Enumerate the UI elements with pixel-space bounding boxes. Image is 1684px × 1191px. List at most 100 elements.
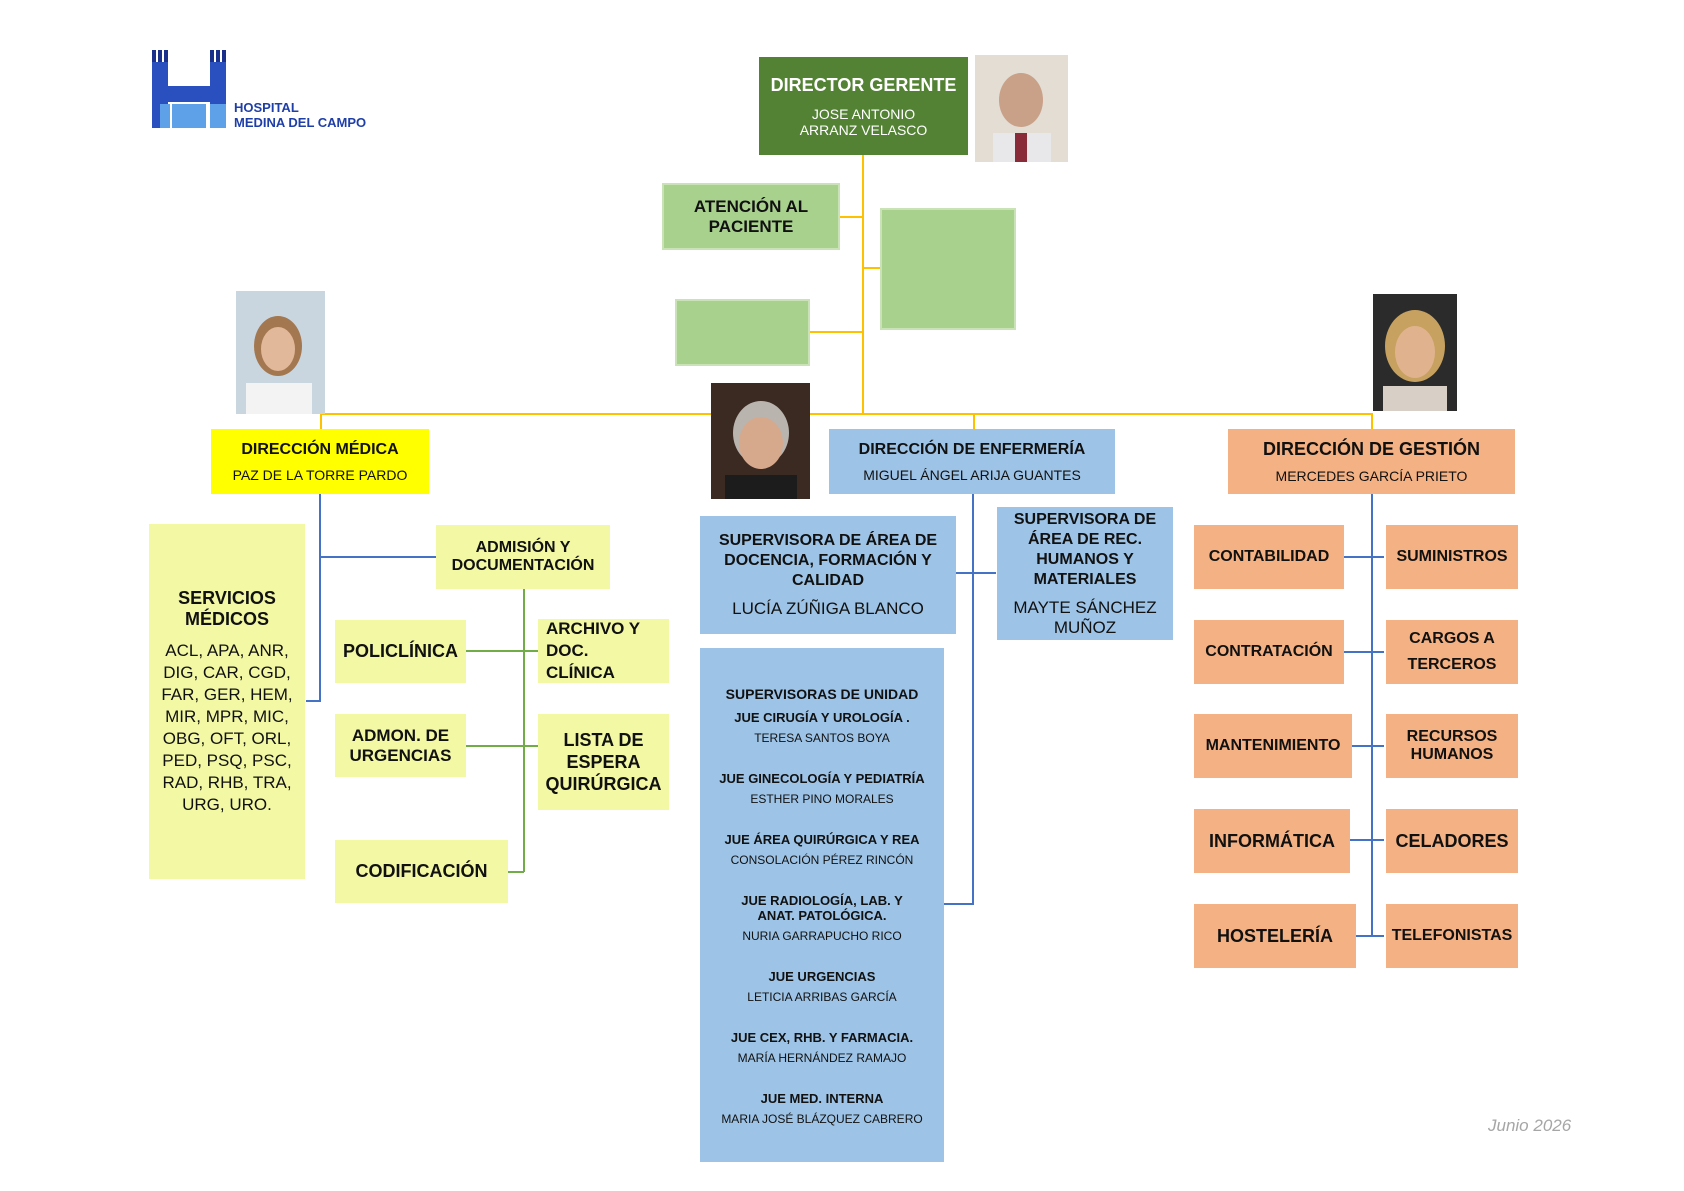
- connector-gestion-vertical: [1371, 494, 1373, 937]
- gestion-item-label: INFORMÁTICA: [1209, 831, 1335, 852]
- lista-label: LISTA DE ESPERA QUIRÚRGICA: [546, 729, 662, 795]
- empty-box-lower: [675, 299, 810, 366]
- sup-unidad-title: SUPERVISORAS DE UNIDAD: [726, 686, 919, 702]
- urgencias-label: ADMON. DE URGENCIAS: [343, 726, 458, 766]
- connector-admision: [320, 556, 436, 558]
- connector-enfermeria-drop: [973, 413, 975, 429]
- person-photo-icon: [236, 291, 325, 414]
- enfermeria-photo: [711, 383, 810, 499]
- connector-sup-docencia: [956, 572, 996, 574]
- policlinica-label: POLICLÍNICA: [343, 641, 458, 662]
- direccion-medica-box[interactable]: DIRECCIÓN MÉDICA PAZ DE LA TORRE PARDO: [211, 429, 429, 494]
- codificacion-label: CODIFICACIÓN: [356, 861, 488, 882]
- castle-icon: [152, 48, 232, 132]
- enfermeria-title: DIRECCIÓN DE ENFERMERÍA: [859, 441, 1086, 459]
- sup-rrhh-name: MAYTE SÁNCHEZ MUÑOZ: [1005, 598, 1165, 638]
- archivo-label: ARCHIVO Y DOC. CLÍNICA: [546, 618, 661, 684]
- atencion-paciente-box[interactable]: ATENCIÓN AL PACIENTE: [662, 183, 840, 250]
- gestion-right-suministros[interactable]: SUMINISTROS: [1386, 525, 1518, 589]
- gestion-item-label: CELADORES: [1395, 831, 1508, 852]
- medica-name: PAZ DE LA TORRE PARDO: [233, 467, 408, 483]
- logo-text-line2: MEDINA DEL CAMPO: [234, 115, 366, 130]
- connector-horizontal-main: [320, 413, 1372, 415]
- enfermeria-name: MIGUEL ÁNGEL ARIJA GUANTES: [863, 467, 1081, 483]
- connector-codificacion: [508, 871, 524, 873]
- atencion-label: ATENCIÓN AL PACIENTE: [672, 197, 830, 237]
- gestion-item-label: MANTENIMIENTO: [1206, 737, 1341, 755]
- sup-unidad-item-unit: JUE CIRUGÍA Y UROLOGÍA .: [734, 710, 910, 725]
- admision-documentacion-box[interactable]: ADMISIÓN Y DOCUMENTACIÓN: [436, 525, 610, 589]
- supervisoras-unidad-box[interactable]: SUPERVISORAS DE UNIDAD JUE CIRUGÍA Y URO…: [700, 648, 944, 1162]
- sup-docencia-box[interactable]: SUPERVISORA DE ÁREA DE DOCENCIA, FORMACI…: [700, 516, 956, 634]
- sup-docencia-name: LUCÍA ZÚÑIGA BLANCO: [732, 599, 924, 619]
- gestion-right-rrhh[interactable]: RECURSOS HUMANOS: [1386, 714, 1518, 778]
- servicios-title: SERVICIOS MÉDICOS: [157, 588, 297, 630]
- sup-unidad-item-unit: JUE GINECOLOGÍA Y PEDIATRÍA: [719, 771, 924, 786]
- medica-photo: [236, 291, 325, 414]
- medica-title: DIRECCIÓN MÉDICA: [241, 441, 398, 459]
- sup-unidad-item-name: MARÍA HERNÁNDEZ RAMAJO: [738, 1051, 907, 1065]
- footer-date: Junio 2026: [1488, 1116, 1571, 1136]
- gestion-left-mantenimiento[interactable]: MANTENIMIENTO: [1194, 714, 1352, 778]
- connector-sup-unidad: [944, 903, 973, 905]
- gestion-item-label: RECURSOS HUMANOS: [1394, 728, 1510, 764]
- gestion-left-informatica[interactable]: INFORMÁTICA: [1194, 809, 1350, 873]
- admon-urgencias-box[interactable]: ADMON. DE URGENCIAS: [335, 714, 466, 777]
- sup-unidad-item-name: MARIA JOSÉ BLÁZQUEZ CABRERO: [721, 1112, 922, 1126]
- sup-rrhh-box[interactable]: SUPERVISORA DE ÁREA DE REC. HUMANOS Y MA…: [997, 507, 1173, 640]
- sup-unidad-item-unit: JUE URGENCIAS: [769, 969, 876, 984]
- gestion-title: DIRECCIÓN DE GESTIÓN: [1263, 439, 1480, 460]
- gestion-item-label: CARGOS A TERCEROS: [1394, 626, 1510, 678]
- direccion-enfermeria-box[interactable]: DIRECCIÓN DE ENFERMERÍA MIGUEL ÁNGEL ARI…: [829, 429, 1115, 494]
- gestion-right-telefonistas[interactable]: TELEFONISTAS: [1386, 904, 1518, 968]
- sup-unidad-item-unit: JUE CEX, RHB. Y FARMACIA.: [731, 1030, 913, 1045]
- gestion-item-label: CONTABILIDAD: [1209, 548, 1330, 566]
- sup-unidad-item-name: NURIA GARRAPUCHO RICO: [742, 929, 901, 943]
- sup-unidad-item-unit: JUE RADIOLOGÍA, LAB. Y ANAT. PATOLÓGICA.: [708, 893, 936, 923]
- connector-medica-vertical: [319, 494, 321, 702]
- gestion-item-label: HOSTELERÍA: [1217, 926, 1333, 947]
- sup-unidad-item-unit: JUE ÁREA QUIRÚRGICA Y REA: [724, 832, 919, 847]
- archivo-box[interactable]: ARCHIVO Y DOC. CLÍNICA: [538, 619, 669, 683]
- gestion-item-label: SUMINISTROS: [1396, 548, 1507, 566]
- servicios-medicos-box[interactable]: SERVICIOS MÉDICOS ACL, APA, ANR, DIG, CA…: [149, 524, 305, 879]
- sup-unidad-item-unit: JUE MED. INTERNA: [761, 1091, 884, 1106]
- gestion-photo: [1373, 294, 1457, 411]
- gestion-right-cargos[interactable]: CARGOS A TERCEROS: [1386, 620, 1518, 684]
- admision-label: ADMISIÓN Y DOCUMENTACIÓN: [444, 539, 602, 575]
- direccion-gestion-box[interactable]: DIRECCIÓN DE GESTIÓN MERCEDES GARCÍA PRI…: [1228, 429, 1515, 494]
- codificacion-box[interactable]: CODIFICACIÓN: [335, 840, 508, 903]
- empty-box-right: [880, 208, 1016, 330]
- connector-gestion-drop: [1371, 413, 1373, 429]
- sup-unidad-item-name: ESTHER PINO MORALES: [750, 792, 893, 806]
- director-name: JOSE ANTONIO ARRANZ VELASCO: [767, 106, 960, 138]
- sup-unidad-item-name: LETICIA ARRIBAS GARCÍA: [747, 990, 896, 1004]
- connector-lower-box: [810, 331, 862, 333]
- connector-atencion: [840, 216, 862, 218]
- gestion-left-contratacion[interactable]: CONTRATACIÓN: [1194, 620, 1344, 684]
- gestion-right-celadores[interactable]: CELADORES: [1386, 809, 1518, 873]
- person-photo-icon: [975, 55, 1068, 162]
- connector-director-vertical: [862, 155, 864, 415]
- sup-rrhh-title: SUPERVISORA DE ÁREA DE REC. HUMANOS Y MA…: [1005, 510, 1165, 590]
- connector-servicios: [306, 700, 320, 702]
- hospital-logo: HOSPITAL MEDINA DEL CAMPO: [152, 48, 392, 132]
- director-photo: [975, 55, 1068, 162]
- policlinica-box[interactable]: POLICLÍNICA: [335, 620, 466, 683]
- director-gerente-box[interactable]: DIRECTOR GERENTE JOSE ANTONIO ARRANZ VEL…: [759, 57, 968, 155]
- connector-gestion-row: [1344, 651, 1384, 653]
- gestion-item-label: CONTRATACIÓN: [1205, 643, 1332, 661]
- connector-gestion-row: [1356, 935, 1384, 937]
- connector-gestion-row: [1352, 745, 1384, 747]
- gestion-item-label: TELEFONISTAS: [1392, 927, 1513, 945]
- lista-espera-box[interactable]: LISTA DE ESPERA QUIRÚRGICA: [538, 714, 669, 810]
- sup-docencia-title: SUPERVISORA DE ÁREA DE DOCENCIA, FORMACI…: [708, 531, 948, 591]
- gestion-name: MERCEDES GARCÍA PRIETO: [1276, 468, 1468, 484]
- connector-enfermeria-vertical: [972, 494, 974, 905]
- connector-gestion-row: [1350, 839, 1384, 841]
- logo-text-line1: HOSPITAL: [234, 100, 299, 115]
- person-photo-icon: [1373, 294, 1457, 411]
- gestion-left-hosteleria[interactable]: HOSTELERÍA: [1194, 904, 1356, 968]
- gestion-left-contabilidad[interactable]: CONTABILIDAD: [1194, 525, 1344, 589]
- servicios-list: ACL, APA, ANR, DIG, CAR, CGD, FAR, GER, …: [157, 640, 297, 816]
